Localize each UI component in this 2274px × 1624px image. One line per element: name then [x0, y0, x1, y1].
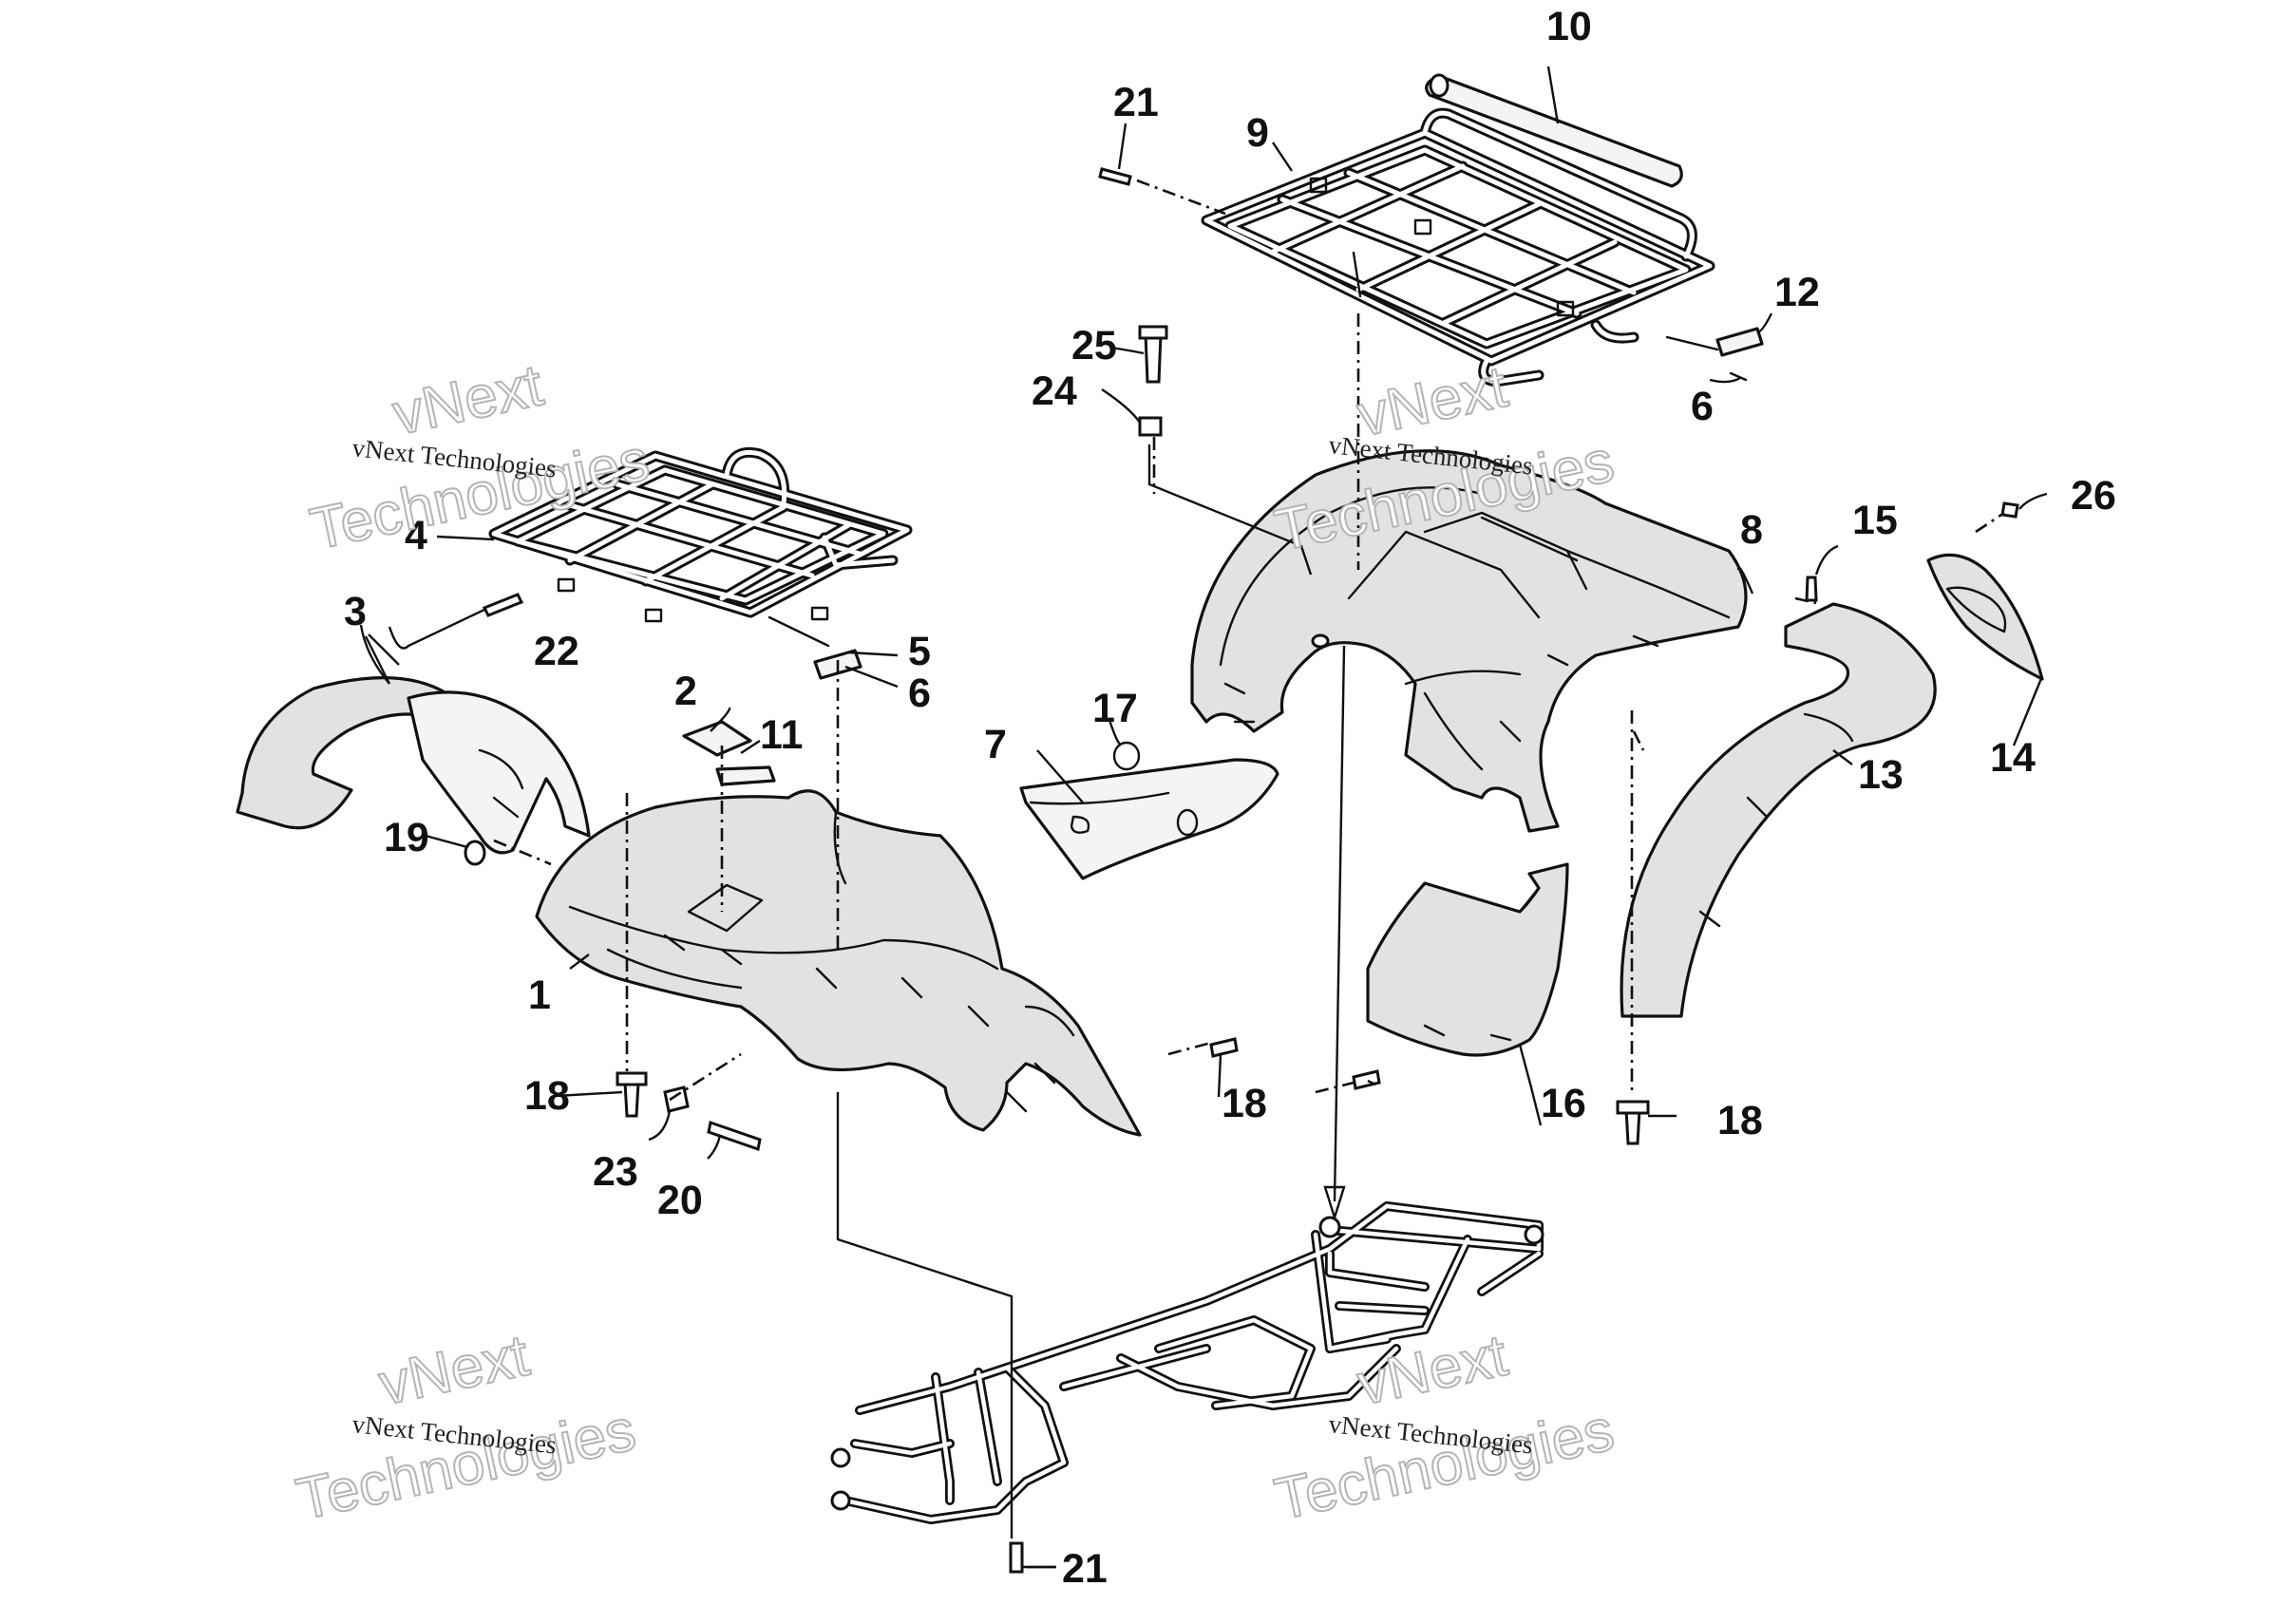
callout-labels: 1 2 3 4 5 6 6 7 8 9 10 11 12 13 14 15 16…: [344, 4, 2116, 1592]
splash-panel-part-16: [1366, 862, 1569, 1057]
grab-bar-part-10: [1425, 73, 1683, 188]
callout-leaders: [359, 66, 2048, 1569]
callout-22: 22: [534, 629, 579, 674]
watermark-word-top: vNext: [388, 352, 548, 447]
callout-10: 10: [1546, 4, 1592, 49]
bracket-part-12: [1715, 327, 1764, 357]
callout-16: 16: [1541, 1081, 1586, 1126]
callout-25: 25: [1071, 323, 1117, 368]
assembly-lines: [493, 179, 2005, 1102]
callout-23: 23: [593, 1149, 638, 1195]
callout-12: 12: [1774, 270, 1820, 315]
callout-3: 3: [344, 589, 367, 634]
rear-body-part-8: [1190, 449, 1748, 833]
callout-11: 11: [760, 712, 803, 758]
fender-flare-part-3: [236, 676, 591, 855]
o-ring-part-17: [1112, 741, 1141, 771]
decal-part-11: [715, 765, 776, 786]
callout-19: 19: [384, 815, 429, 860]
callout-26: 26: [2071, 473, 2116, 519]
callout-20: 20: [657, 1178, 703, 1223]
rear-body-part-1: [535, 789, 1142, 1137]
callout-7: 7: [984, 722, 1007, 767]
callout-17: 17: [1092, 686, 1138, 731]
frame-chassis: [830, 1201, 1544, 1524]
callout-8: 8: [1740, 507, 1763, 553]
callout-4: 4: [405, 513, 427, 558]
callout-18-mid: 18: [1222, 1081, 1267, 1126]
callout-18-right: 18: [1717, 1098, 1763, 1143]
callout-1: 1: [528, 973, 551, 1018]
watermark-bottom-left: vNext Technologies: [290, 1322, 641, 1534]
watermark-word-bottom-3: Technologies: [291, 1397, 640, 1533]
callout-6-left: 6: [908, 670, 931, 716]
callout-5: 5: [908, 629, 931, 674]
watermark-bottom-right: vNext Technologies: [1268, 1322, 1620, 1534]
callout-15: 15: [1852, 498, 1898, 543]
callout-24: 24: [1032, 368, 1077, 414]
callout-18-left: 18: [524, 1073, 570, 1119]
decal-part-2: [682, 720, 752, 757]
rear-rack-part-9: [1201, 107, 1719, 387]
watermark-word-top-3: vNext: [373, 1323, 534, 1418]
callout-9: 9: [1246, 110, 1269, 156]
watermark-word-bottom-4: Technologies: [1269, 1397, 1619, 1533]
callout-6-right: 6: [1691, 384, 1714, 429]
callout-2: 2: [674, 669, 697, 714]
light-cover-part-14: [1926, 553, 2044, 681]
rear-rack-part-4: [488, 446, 913, 648]
callout-14: 14: [1990, 735, 2036, 781]
side-panel-part-7: [1019, 758, 1279, 880]
callout-21-bottom: 21: [1062, 1546, 1108, 1592]
routing-lines: [836, 444, 1346, 1539]
fender-flare-part-13: [1620, 602, 1937, 1018]
callout-21-top: 21: [1113, 80, 1159, 125]
hardware-fasteners: [464, 167, 2019, 1574]
callout-13: 13: [1858, 752, 1904, 798]
